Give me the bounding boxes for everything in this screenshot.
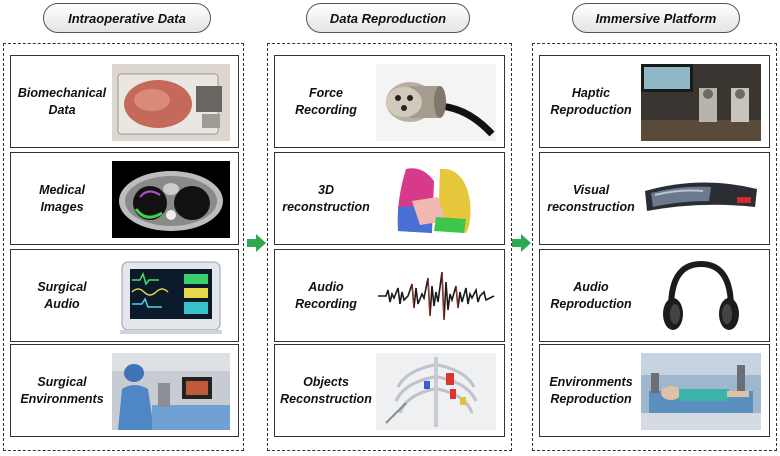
cell-biomechanical-data: Biomechanical Data xyxy=(10,55,239,148)
cell-label: Visual reconstruction xyxy=(547,182,635,214)
cell-3d-reconstruction: 3D reconstruction xyxy=(274,152,505,245)
cell-audio-recording: Audio Recording xyxy=(274,249,505,342)
cell-label: Medical Images xyxy=(39,182,85,214)
force-sensor-photo-icon xyxy=(376,64,496,141)
tissue-sample-photo-icon xyxy=(112,64,230,141)
lung-3d-model-icon xyxy=(376,161,496,238)
column-title-intraoperative-data: Intraoperative Data xyxy=(43,3,211,33)
cell-visual-reconstruction: Visual reconstruction xyxy=(539,152,770,245)
arrow-right-icon xyxy=(512,234,531,252)
patient-monitor-photo-icon xyxy=(112,258,230,335)
vr-headset-photo-icon xyxy=(641,161,761,238)
cell-surgical-audio: Surgical Audio xyxy=(10,249,239,342)
haptic-devices-photo-icon xyxy=(641,64,761,141)
cell-label: Force Recording xyxy=(295,85,357,117)
cell-audio-reproduction: Audio Reproduction xyxy=(539,249,770,342)
cell-surgical-environments: Surgical Environments xyxy=(10,344,239,437)
cell-objects-reconstruction: Objects Reconstruction xyxy=(274,344,505,437)
column-title-immersive-platform: Immersive Platform xyxy=(572,3,740,33)
virtual-surgery-scene-icon xyxy=(641,353,761,430)
ct-scan-photo-icon xyxy=(112,161,230,238)
headphones-photo-icon xyxy=(641,258,761,335)
cell-environments-reproduction: Environments Reproduction xyxy=(539,344,770,437)
cell-label: Haptic Reproduction xyxy=(550,85,632,117)
arrow-right-icon xyxy=(247,234,266,252)
operating-room-photo-icon xyxy=(112,353,230,430)
column-title-data-reproduction: Data Reproduction xyxy=(306,3,470,33)
cell-label: Environments Reproduction xyxy=(549,374,633,406)
cell-label: Surgical Environments xyxy=(20,374,104,406)
ribcage-3d-model-icon xyxy=(376,353,496,430)
column-immersive-platform: Haptic Reproduction Visual reconstructio… xyxy=(532,43,777,451)
cell-label: Audio Reproduction xyxy=(550,279,632,311)
cell-force-recording: Force Recording xyxy=(274,55,505,148)
cell-label: Audio Recording xyxy=(295,279,357,311)
cell-label: 3D reconstruction xyxy=(282,182,370,214)
cell-medical-images: Medical Images xyxy=(10,152,239,245)
cell-label: Objects Reconstruction xyxy=(280,374,372,406)
cell-label: Surgical Audio xyxy=(37,279,87,311)
audio-waveform-icon xyxy=(376,258,496,335)
column-data-reproduction: Force Recording 3D reconstruction Audio … xyxy=(267,43,512,451)
column-intraoperative-data: Biomechanical Data Medical Images Surgic… xyxy=(3,43,244,451)
cell-haptic-reproduction: Haptic Reproduction xyxy=(539,55,770,148)
cell-label: Biomechanical Data xyxy=(17,85,107,117)
